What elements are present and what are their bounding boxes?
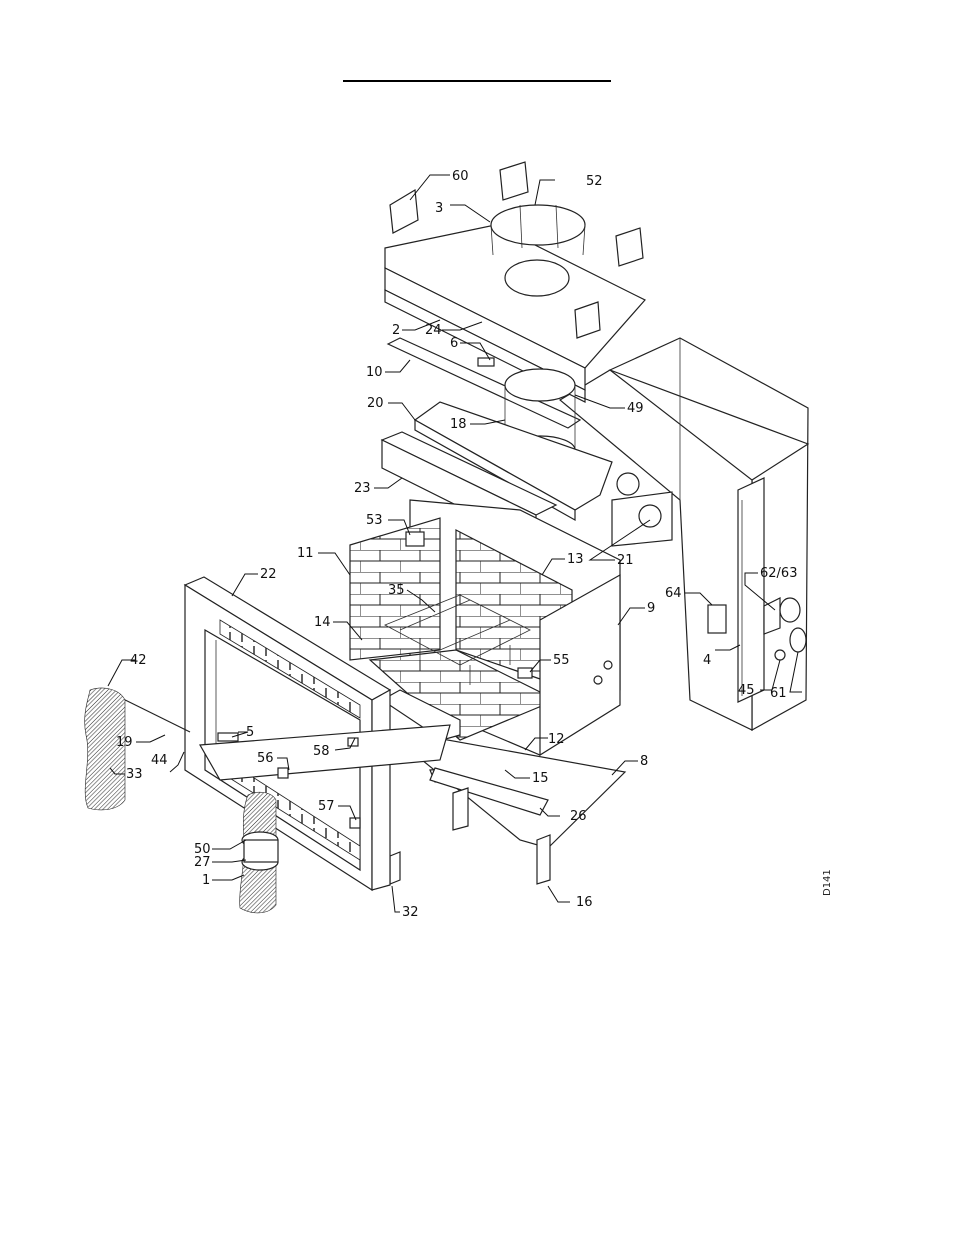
callout-56: 56: [257, 751, 274, 766]
callout-23: 23: [354, 481, 371, 496]
callout-3: 3: [435, 201, 443, 216]
callout-21: 21: [617, 553, 634, 568]
callout-61: 61: [770, 686, 787, 701]
callout-15: 15: [532, 771, 549, 786]
callout-64: 64: [665, 586, 682, 601]
callout-22: 22: [260, 567, 277, 582]
callout-13: 13: [567, 552, 584, 567]
drawing-code: D141: [822, 869, 833, 896]
callout-16: 16: [576, 895, 593, 910]
callout-42: 42: [130, 653, 147, 668]
callout-55: 55: [553, 653, 570, 668]
callout-62-63: 62/63: [760, 566, 797, 581]
callout-27: 27: [194, 855, 211, 870]
callout-4: 4: [703, 653, 711, 668]
callout-32: 32: [402, 905, 419, 920]
callout-24: 24: [425, 323, 442, 338]
callout-33: 33: [126, 767, 143, 782]
callout-19: 19: [116, 735, 133, 750]
callout-9: 9: [647, 601, 655, 616]
top-assembly: [385, 162, 645, 402]
callout-2: 2: [392, 323, 400, 338]
callout-52: 52: [586, 174, 603, 189]
callout-35: 35: [388, 583, 405, 598]
callout-6: 6: [450, 336, 458, 351]
callout-58: 58: [313, 744, 330, 759]
callout-53: 53: [366, 513, 383, 528]
callout-11: 11: [297, 546, 314, 561]
callout-60: 60: [452, 169, 469, 184]
callout-57: 57: [318, 799, 335, 814]
callout-49: 49: [627, 401, 644, 416]
callout-45: 45: [738, 683, 755, 698]
callout-8: 8: [640, 754, 648, 769]
callout-12: 12: [548, 732, 565, 747]
callout-44: 44: [151, 753, 168, 768]
callout-14: 14: [314, 615, 331, 630]
callout-5: 5: [246, 725, 254, 740]
callout-26: 26: [570, 809, 587, 824]
callout-10: 10: [366, 365, 383, 380]
callout-1: 1: [202, 873, 210, 888]
callout-18: 18: [450, 417, 467, 432]
callout-20: 20: [367, 396, 384, 411]
